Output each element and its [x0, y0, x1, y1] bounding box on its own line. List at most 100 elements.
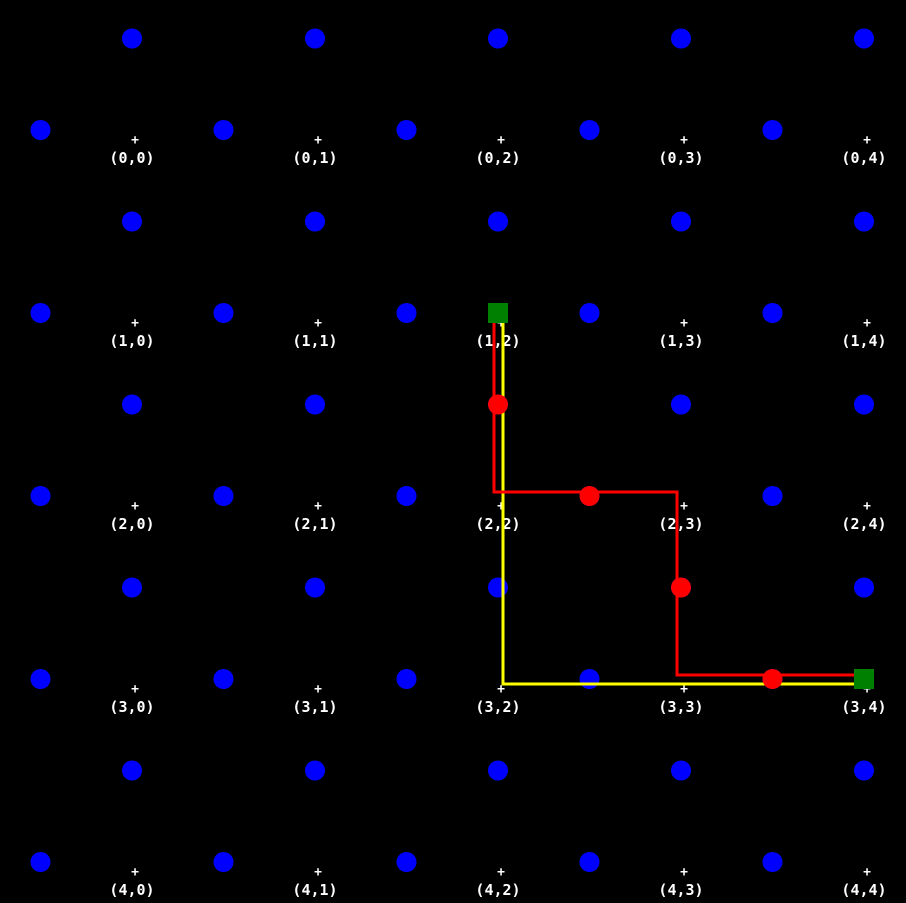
edge-dot[interactable] — [488, 760, 508, 781]
edge-dot[interactable] — [122, 760, 142, 781]
edge-dot[interactable] — [30, 852, 51, 872]
cell-marker: + — [131, 682, 139, 697]
cell-coordinate-label: (3,3) — [658, 698, 703, 716]
cell-coordinate-label: (2,3) — [658, 515, 703, 533]
cell-marker: + — [314, 499, 322, 514]
cell-coordinate-label: (0,4) — [841, 149, 886, 167]
edge-dot[interactable] — [671, 211, 691, 232]
cell-marker: + — [314, 682, 322, 697]
cell-marker: + — [314, 865, 322, 880]
edge-dot[interactable] — [762, 852, 783, 872]
edge-dot[interactable] — [488, 577, 508, 598]
cell-marker: + — [497, 865, 505, 880]
cell-marker: + — [863, 865, 871, 880]
cell-coordinate-label: (3,1) — [292, 698, 337, 716]
cell-labels-layer: +(0,0)+(0,1)+(0,2)+(0,3)+(0,4)+(1,0)+(1,… — [109, 133, 886, 899]
cell-marker: + — [680, 865, 688, 880]
selected-edge-dot[interactable] — [488, 394, 508, 415]
cell-coordinate-label: (0,0) — [109, 149, 154, 167]
edge-dot[interactable] — [671, 760, 691, 781]
selected-edge-dot[interactable] — [671, 577, 691, 598]
edge-dot[interactable] — [854, 211, 874, 232]
edge-dot[interactable] — [213, 669, 234, 689]
endpoints-layer — [488, 303, 874, 689]
cell-marker: + — [497, 499, 505, 514]
edge-dot[interactable] — [305, 577, 325, 598]
start-endpoint[interactable] — [488, 303, 508, 323]
cell-coordinate-label: (1,1) — [292, 332, 337, 350]
cell-coordinate-label: (4,3) — [658, 881, 703, 899]
edge-dot[interactable] — [30, 486, 51, 506]
edge-dot[interactable] — [579, 303, 600, 323]
cell-coordinate-label: (4,4) — [841, 881, 886, 899]
selected-edge-dot[interactable] — [762, 669, 783, 689]
highlight-dots-layer — [488, 394, 783, 689]
edge-dot[interactable] — [396, 852, 417, 872]
selected-edge-dot[interactable] — [579, 486, 600, 506]
edge-dot[interactable] — [396, 120, 417, 140]
cell-marker: + — [863, 316, 871, 331]
edge-dot[interactable] — [122, 577, 142, 598]
edge-dot[interactable] — [762, 120, 783, 140]
cell-coordinate-label: (4,0) — [109, 881, 154, 899]
edge-dot[interactable] — [30, 669, 51, 689]
cell-marker: + — [131, 865, 139, 880]
edge-dot[interactable] — [762, 486, 783, 506]
edge-dot[interactable] — [30, 120, 51, 140]
cell-coordinate-label: (3,0) — [109, 698, 154, 716]
cell-marker: + — [680, 133, 688, 148]
edge-dot[interactable] — [213, 303, 234, 323]
cell-marker: + — [314, 133, 322, 148]
grid-dots-layer — [30, 28, 874, 872]
cell-coordinate-label: (1,2) — [475, 332, 520, 350]
cell-coordinate-label: (3,2) — [475, 698, 520, 716]
edge-dot[interactable] — [854, 28, 874, 49]
cell-coordinate-label: (2,4) — [841, 515, 886, 533]
red-path — [492, 309, 860, 677]
edge-dot[interactable] — [122, 28, 142, 49]
cell-coordinate-label: (2,1) — [292, 515, 337, 533]
cell-coordinate-label: (2,0) — [109, 515, 154, 533]
edge-dot[interactable] — [488, 211, 508, 232]
edge-dot[interactable] — [396, 303, 417, 323]
edge-dot[interactable] — [213, 120, 234, 140]
edge-dot[interactable] — [396, 669, 417, 689]
cell-marker: + — [497, 682, 505, 697]
edge-dot[interactable] — [854, 394, 874, 415]
edge-dot[interactable] — [854, 760, 874, 781]
edge-dot[interactable] — [122, 394, 142, 415]
cell-coordinate-label: (0,2) — [475, 149, 520, 167]
edge-dot[interactable] — [854, 577, 874, 598]
edge-dot[interactable] — [579, 852, 600, 872]
cell-marker: + — [863, 499, 871, 514]
edge-dot[interactable] — [579, 669, 600, 689]
cell-marker: + — [497, 316, 505, 331]
edge-dot[interactable] — [579, 120, 600, 140]
edge-dot[interactable] — [305, 760, 325, 781]
cell-coordinate-label: (0,1) — [292, 149, 337, 167]
cell-marker: + — [131, 316, 139, 331]
cell-marker: + — [131, 133, 139, 148]
cell-coordinate-label: (2,2) — [475, 515, 520, 533]
edge-dot[interactable] — [671, 394, 691, 415]
edge-dot[interactable] — [305, 211, 325, 232]
cell-marker: + — [680, 316, 688, 331]
cell-coordinate-label: (0,3) — [658, 149, 703, 167]
end-endpoint[interactable] — [854, 669, 874, 689]
cell-marker: + — [863, 682, 871, 697]
edge-dot[interactable] — [213, 486, 234, 506]
cell-coordinate-label: (1,4) — [841, 332, 886, 350]
edge-dot[interactable] — [213, 852, 234, 872]
edge-dot[interactable] — [762, 303, 783, 323]
edge-dot[interactable] — [30, 303, 51, 323]
cell-marker: + — [680, 499, 688, 514]
edge-dot[interactable] — [671, 28, 691, 49]
edge-dot[interactable] — [305, 28, 325, 49]
edge-dot[interactable] — [488, 28, 508, 49]
edge-dot[interactable] — [396, 486, 417, 506]
cell-marker: + — [497, 133, 505, 148]
edge-dot[interactable] — [122, 211, 142, 232]
edge-dot[interactable] — [305, 394, 325, 415]
